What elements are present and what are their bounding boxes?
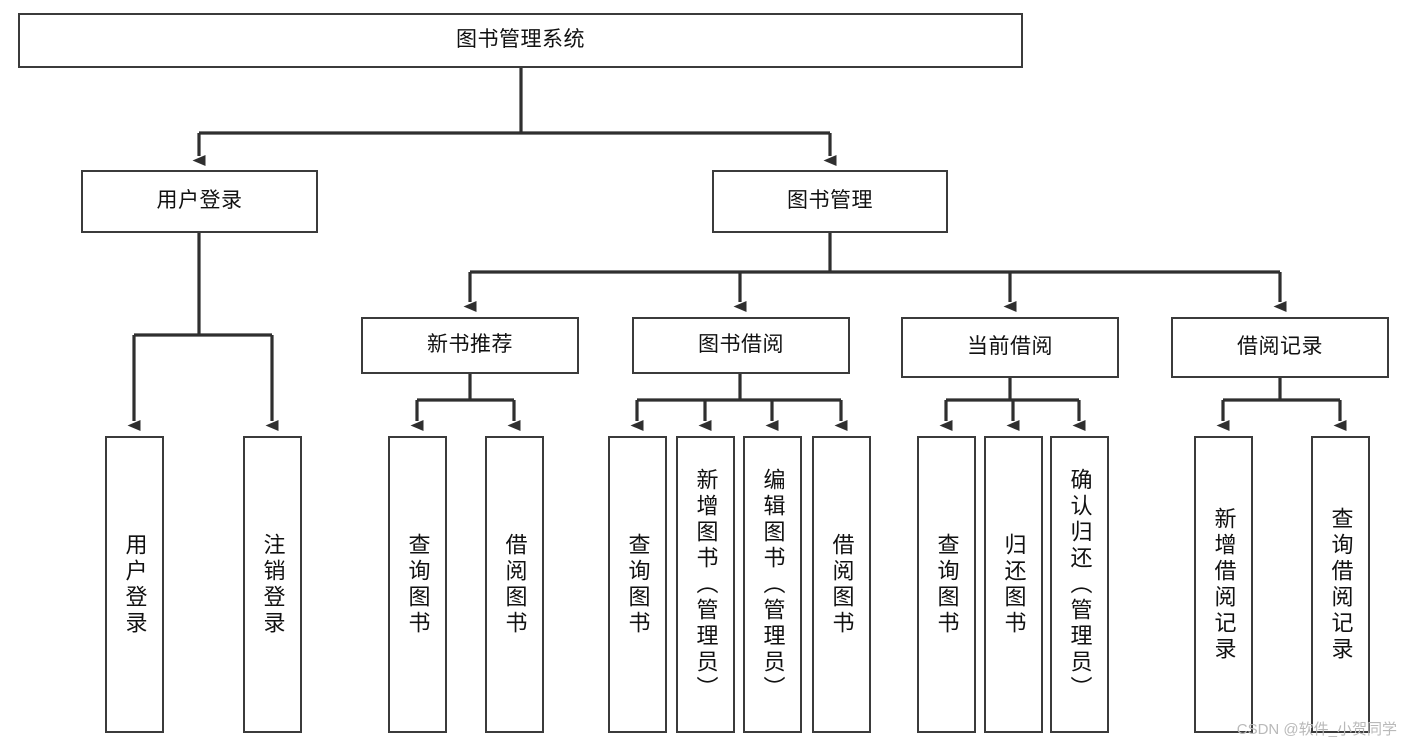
node-book-manage-label: 图书管理 xyxy=(787,189,873,213)
node-leaf-user-login-label: 用户登录 xyxy=(122,532,148,637)
node-current-borrow-label: 当前借阅 xyxy=(967,335,1053,359)
watermark: CSDN @软件_小贺同学 xyxy=(1236,721,1397,738)
node-borrow-record-label: 借阅记录 xyxy=(1237,335,1323,359)
node-leaf-confirm-return-label: 确认归还（管理员） xyxy=(1067,467,1093,702)
node-leaf-add-book[interactable]: 新增图书（管理员） xyxy=(676,436,735,733)
node-leaf-logout-label: 注销登录 xyxy=(260,532,286,637)
node-leaf-borrow-book-1-label: 借阅图书 xyxy=(502,532,528,637)
node-new-book-recommend-label: 新书推荐 xyxy=(427,333,513,357)
node-leaf-borrow-book-1[interactable]: 借阅图书 xyxy=(485,436,544,733)
node-leaf-confirm-return[interactable]: 确认归还（管理员） xyxy=(1050,436,1109,733)
node-new-book-recommend[interactable]: 新书推荐 xyxy=(361,317,579,374)
node-root[interactable]: 图书管理系统 xyxy=(18,13,1023,68)
node-leaf-borrow-book-2-label: 借阅图书 xyxy=(829,532,855,637)
node-leaf-edit-book[interactable]: 编辑图书（管理员） xyxy=(743,436,802,733)
node-leaf-query-book-1-label: 查询图书 xyxy=(405,532,431,637)
node-leaf-query-book-2-label: 查询图书 xyxy=(625,532,651,637)
node-leaf-add-book-label: 新增图书（管理员） xyxy=(693,467,719,702)
node-leaf-logout[interactable]: 注销登录 xyxy=(243,436,302,733)
node-current-borrow[interactable]: 当前借阅 xyxy=(901,317,1119,378)
node-leaf-query-record[interactable]: 查询借阅记录 xyxy=(1311,436,1370,733)
node-leaf-query-book-1[interactable]: 查询图书 xyxy=(388,436,447,733)
node-leaf-return-book-label: 归还图书 xyxy=(1001,532,1027,637)
node-leaf-add-record[interactable]: 新增借阅记录 xyxy=(1194,436,1253,733)
node-leaf-edit-book-label: 编辑图书（管理员） xyxy=(760,467,786,702)
node-book-manage[interactable]: 图书管理 xyxy=(712,170,948,233)
node-book-borrow-label: 图书借阅 xyxy=(698,333,784,357)
node-user-login-label: 用户登录 xyxy=(156,189,243,213)
node-leaf-query-record-label: 查询借阅记录 xyxy=(1328,506,1354,663)
node-leaf-add-record-label: 新增借阅记录 xyxy=(1211,506,1237,663)
node-leaf-query-book-3[interactable]: 查询图书 xyxy=(917,436,976,733)
node-book-borrow[interactable]: 图书借阅 xyxy=(632,317,850,374)
node-leaf-query-book-3-label: 查询图书 xyxy=(934,532,960,637)
node-root-label: 图书管理系统 xyxy=(456,28,585,52)
node-leaf-borrow-book-2[interactable]: 借阅图书 xyxy=(812,436,871,733)
node-leaf-query-book-2[interactable]: 查询图书 xyxy=(608,436,667,733)
node-leaf-return-book[interactable]: 归还图书 xyxy=(984,436,1043,733)
node-borrow-record[interactable]: 借阅记录 xyxy=(1171,317,1389,378)
node-leaf-user-login[interactable]: 用户登录 xyxy=(105,436,164,733)
node-user-login[interactable]: 用户登录 xyxy=(81,170,318,233)
